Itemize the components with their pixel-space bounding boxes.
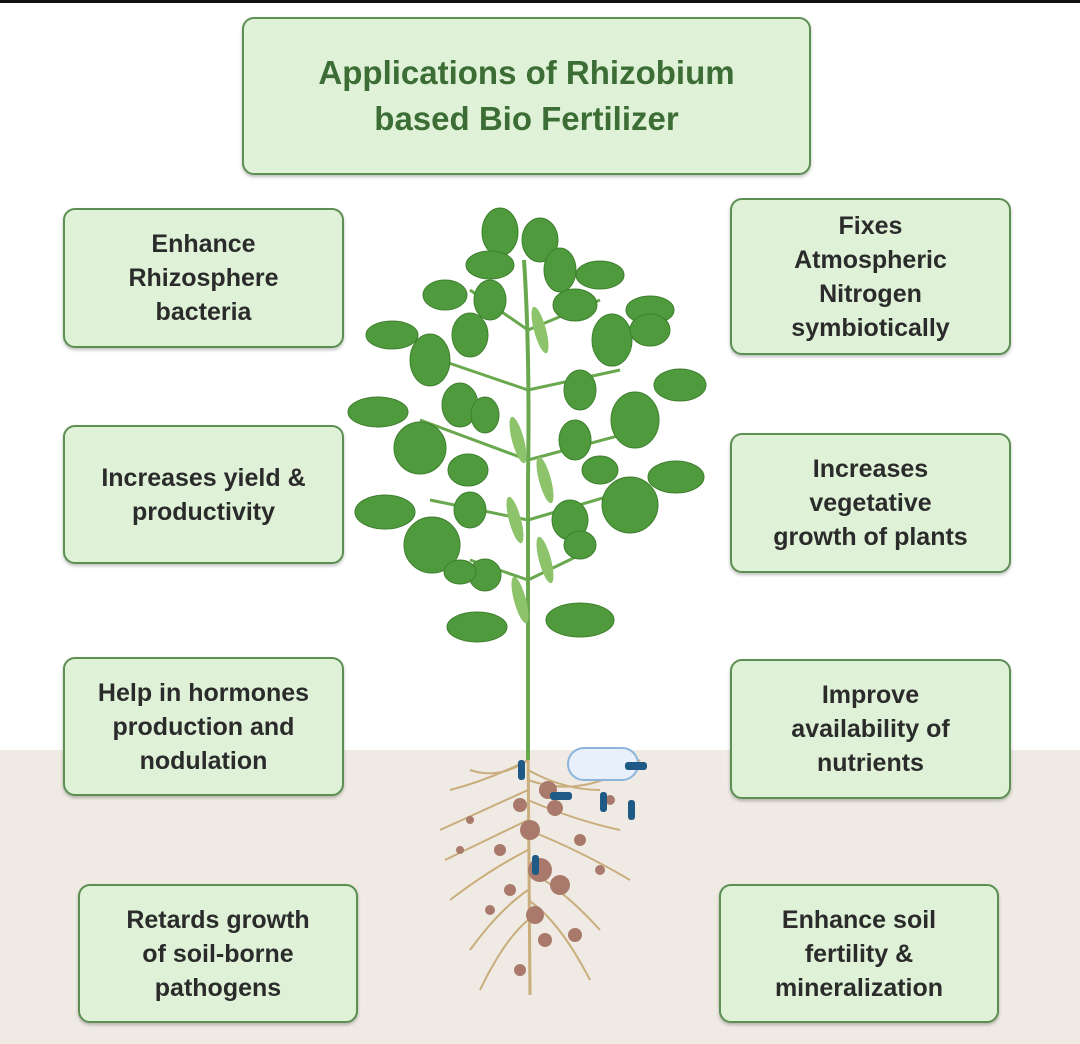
leaf [451,312,489,358]
bacterium [625,762,647,770]
root-nodule [595,865,605,875]
seed-pod [536,456,554,504]
seed-pod [536,536,554,584]
leaf [563,530,597,560]
benefit-soil-fertility: Enhance soil fertility & mineralization [719,884,999,1023]
root-nodule [466,816,474,824]
benefit-fixes-nitrogen: Fixes Atmospheric Nitrogen symbiotically [730,198,1011,355]
root-nodule [568,928,582,942]
root-nodule [514,964,526,976]
leaf [563,369,597,411]
root-nodule [547,800,563,816]
branch [419,418,529,462]
leaf [591,313,633,367]
leaf [393,421,447,475]
leaf [365,320,419,350]
leaf [354,494,416,530]
root-nodule [605,795,615,805]
benefit-retards-pathogens: Retards growth of soil-borne pathogens [78,884,358,1023]
root-nodule [520,820,540,840]
bacterium [628,800,635,820]
leaf [647,460,705,494]
root [527,899,591,981]
root [449,759,529,791]
stem [522,259,531,760]
branch [439,358,529,392]
leaf [601,476,659,534]
seed-pod [511,576,529,624]
root-nodule [550,875,570,895]
leaf [610,391,660,449]
root-nodule [574,834,586,846]
leaf [422,279,468,311]
root-nodule [528,858,552,882]
bacterium [550,792,572,800]
leaf [347,396,409,428]
root [439,789,529,831]
root-nodule [526,906,544,924]
root-nodule [513,798,527,812]
root-nodule [456,846,464,854]
bacterium [518,760,525,780]
root [527,769,601,791]
bacterium [600,792,607,812]
leaf [453,491,487,529]
benefit-hormones-nodulation: Help in hormones production and nodulati… [63,657,344,796]
root-nodule [485,905,495,915]
leaf [552,288,598,322]
leaf [653,368,707,402]
root-nodule [538,933,552,947]
leaf [447,453,489,487]
leaf [558,419,592,461]
root-nodule [504,884,516,896]
leaf [473,279,507,321]
benefit-enhance-rhizosphere: Enhance Rhizosphere bacteria [63,208,344,348]
seed-pod [531,306,549,354]
root [479,919,529,991]
bacterium [532,855,539,875]
root [444,819,529,861]
leaf [403,516,461,574]
benefit-increases-yield: Increases yield & productivity [63,425,344,564]
seed-pod [509,416,527,464]
leaf [470,396,500,434]
leaf [481,207,519,257]
benefit-nutrient-availability: Improve availability of nutrients [730,659,1011,799]
leaf [446,611,508,643]
leaf [581,455,619,485]
benefit-vegetative-growth: Increases vegetative growth of plants [730,433,1011,573]
leaf [575,260,625,290]
leaf [521,217,559,263]
leaf [543,247,577,293]
leaf [465,250,515,280]
leaf [545,602,615,638]
seed-pod [506,496,524,544]
leaf [409,333,451,387]
leaf [629,313,671,347]
top-border [0,0,1080,3]
leaf [443,559,477,585]
root [469,889,529,951]
root-nodule [494,844,506,856]
root [527,799,621,831]
root [449,849,529,901]
title-box: Applications of Rhizobium based Bio Fert… [242,17,811,175]
